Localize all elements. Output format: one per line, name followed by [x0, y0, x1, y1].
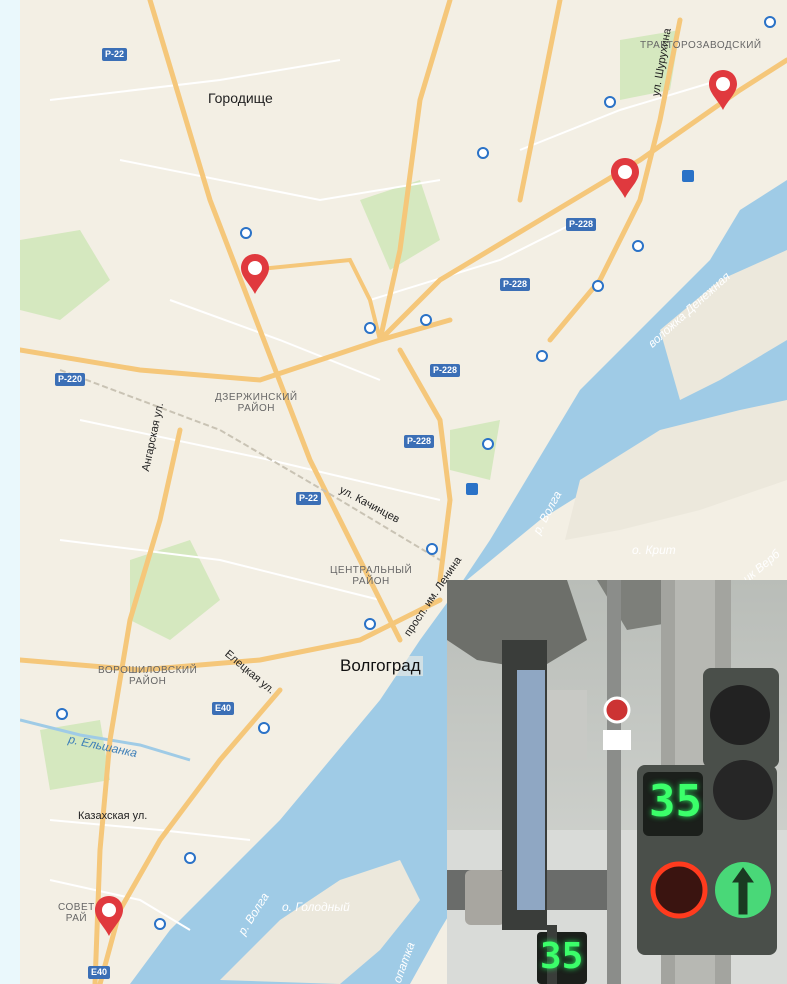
transit-stop-icon[interactable]: [154, 918, 166, 930]
transit-stop-icon[interactable]: [364, 618, 376, 630]
transit-stop-icon[interactable]: [364, 322, 376, 334]
location-marker-icon[interactable]: [608, 156, 642, 200]
city-label-volgograd: Волгоград: [338, 656, 423, 676]
district-line: РАЙОН: [352, 576, 390, 587]
district-line: ДЗЕРЖИНСКИЙ: [215, 392, 298, 403]
transit-stop-icon[interactable]: [420, 314, 432, 326]
transit-stop-icon[interactable]: [184, 852, 196, 864]
transit-stop-icon[interactable]: [240, 227, 252, 239]
road-shield-e40: E40: [212, 702, 235, 715]
location-marker-icon[interactable]: [238, 252, 272, 296]
district-line: РАЙОН: [237, 403, 275, 414]
transit-stop-icon[interactable]: [536, 350, 548, 362]
minor-roads: [49, 59, 721, 931]
river-port-icon[interactable]: [466, 483, 478, 495]
transit-stop-icon[interactable]: [477, 147, 489, 159]
district-line: СОВЕТ: [58, 902, 95, 913]
park-areas: [20, 30, 680, 790]
water-label-golodny: о. Голодный: [282, 900, 350, 914]
countdown-timer-main: 35: [649, 776, 702, 827]
road-shield-p220: P-220: [55, 373, 86, 386]
district-label-voroshilovsky: ВОРОШИЛОВСКИЙ РАЙОН: [98, 665, 197, 687]
district-line: ВОРОШИЛОВСКИЙ: [98, 665, 198, 676]
water-label-krit: о. Крит: [632, 543, 676, 557]
city-label-gorodishche: Городище: [208, 90, 273, 106]
road-shield-e40: E40: [88, 966, 111, 979]
transit-stop-icon[interactable]: [426, 543, 438, 555]
district-label-dzerzhinsky: ДЗЕРЖИНСКИЙ РАЙОН: [215, 392, 298, 414]
islands: [220, 250, 787, 984]
district-line: РАЙ: [65, 913, 88, 924]
road-shield-p22: P-22: [296, 492, 322, 505]
river-port-icon[interactable]: [682, 170, 694, 182]
location-marker-icon[interactable]: [92, 894, 126, 938]
road-shield-p228: P-228: [566, 218, 597, 231]
countdown-timer-small: 35: [540, 936, 584, 977]
transit-stop-icon[interactable]: [764, 16, 776, 28]
transit-stop-icon[interactable]: [56, 708, 68, 720]
photo-scene: [447, 580, 787, 984]
location-marker-icon[interactable]: [706, 68, 740, 112]
transit-stop-icon[interactable]: [592, 280, 604, 292]
major-roads: [20, 0, 787, 984]
road-shield-p228: P-228: [404, 435, 435, 448]
district-line: ЦЕНТРАЛЬНЫЙ: [330, 565, 413, 576]
traffic-light-photo: 35 35: [447, 580, 787, 984]
transit-stop-icon[interactable]: [258, 722, 270, 734]
transit-stop-icon[interactable]: [632, 240, 644, 252]
district-line: РАЙОН: [128, 676, 167, 687]
district-label-tsentralny: ЦЕНТРАЛЬНЫЙ РАЙОН: [330, 565, 412, 587]
district-label-sovetsky: СОВЕТ РАЙ: [58, 902, 95, 924]
street-label-kazakhskaya: Казахская ул.: [78, 810, 148, 822]
transit-stop-icon[interactable]: [604, 96, 616, 108]
transit-stop-icon[interactable]: [482, 438, 494, 450]
railway: [59, 369, 441, 561]
road-shield-p228: P-228: [430, 364, 461, 377]
road-shield-p228: P-228: [500, 278, 531, 291]
road-shield-p22: P-22: [102, 48, 128, 61]
district-label-traktorozavodsky: ТРАКТОРОЗАВОДСКИЙ: [640, 40, 762, 51]
